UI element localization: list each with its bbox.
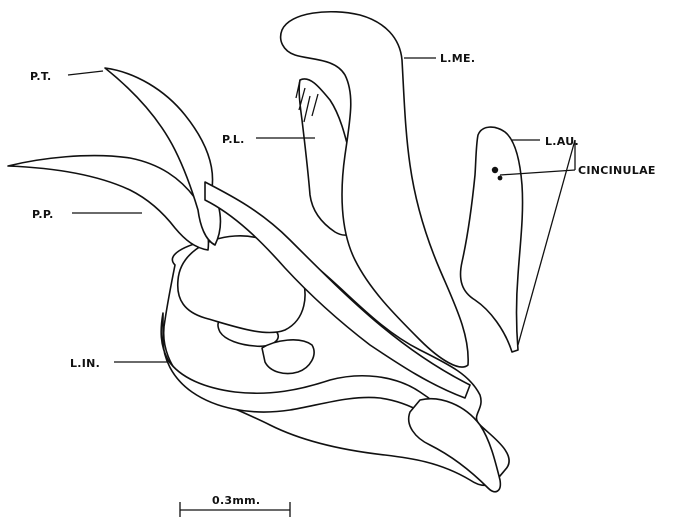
label-pl: P.L. [222,133,245,146]
leader-cincinulae-2 [518,140,575,345]
inner-sclerite [262,340,314,374]
cincinulae-bristle-cluster [498,176,503,181]
label-lme: L.ME. [440,52,475,65]
label-lin: L.IN. [70,357,100,370]
processus-p [8,156,208,250]
scale-bar: 0.3mm. [180,494,290,517]
leader-pt [68,71,103,75]
label-pp: P.P. [32,208,54,221]
scale-bar-label: 0.3mm. [212,494,260,507]
label-cincinulae: CINCINULAE [578,164,656,177]
cincinulae-bristle-cluster [492,167,498,173]
label-lau: L.AU. [545,135,579,148]
lobus-auxiliaris [461,127,523,352]
label-pt: P.T. [30,70,51,83]
